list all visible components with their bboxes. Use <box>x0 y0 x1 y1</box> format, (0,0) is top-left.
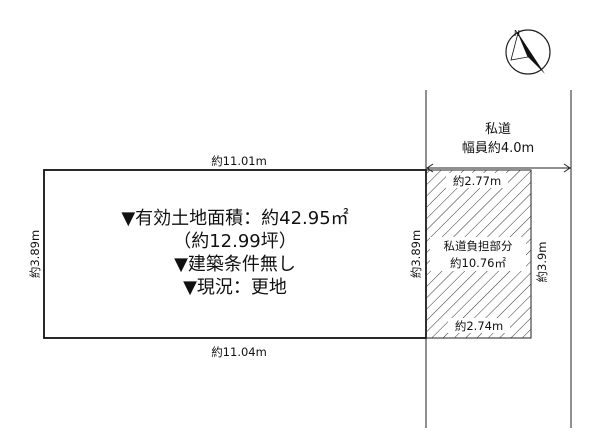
burden-bottom-width: 約2.74m <box>455 319 503 333</box>
lot-info-area: ▼有効土地面積：約42.95㎡ <box>121 207 348 229</box>
lot-info-tsubo: （約12.99坪） <box>173 231 297 252</box>
lot-info-conditions: ▼建築条件無し <box>174 254 296 275</box>
road-name: 私道 <box>485 122 511 137</box>
lot-bottom-length: 約11.04m <box>211 345 267 359</box>
lot-boundary <box>43 169 427 339</box>
north-label: N <box>514 29 520 38</box>
lot-info-status: ▼現況：更地 <box>183 277 287 298</box>
lot-top-length: 約11.01m <box>211 154 267 168</box>
burden-label: 私道負担部分 <box>444 239 513 253</box>
lot-right-depth: 約3.89m <box>409 230 423 278</box>
road-width-label: 幅員約4.0m <box>462 141 534 156</box>
north-arrow-icon: N <box>505 29 551 75</box>
burden-top-width: 約2.77m <box>453 174 501 188</box>
lot-left-depth: 約3.89m <box>28 230 42 278</box>
burden-area-size: 約10.76㎡ <box>450 256 506 270</box>
burden-depth: 約3.9m <box>535 242 549 283</box>
